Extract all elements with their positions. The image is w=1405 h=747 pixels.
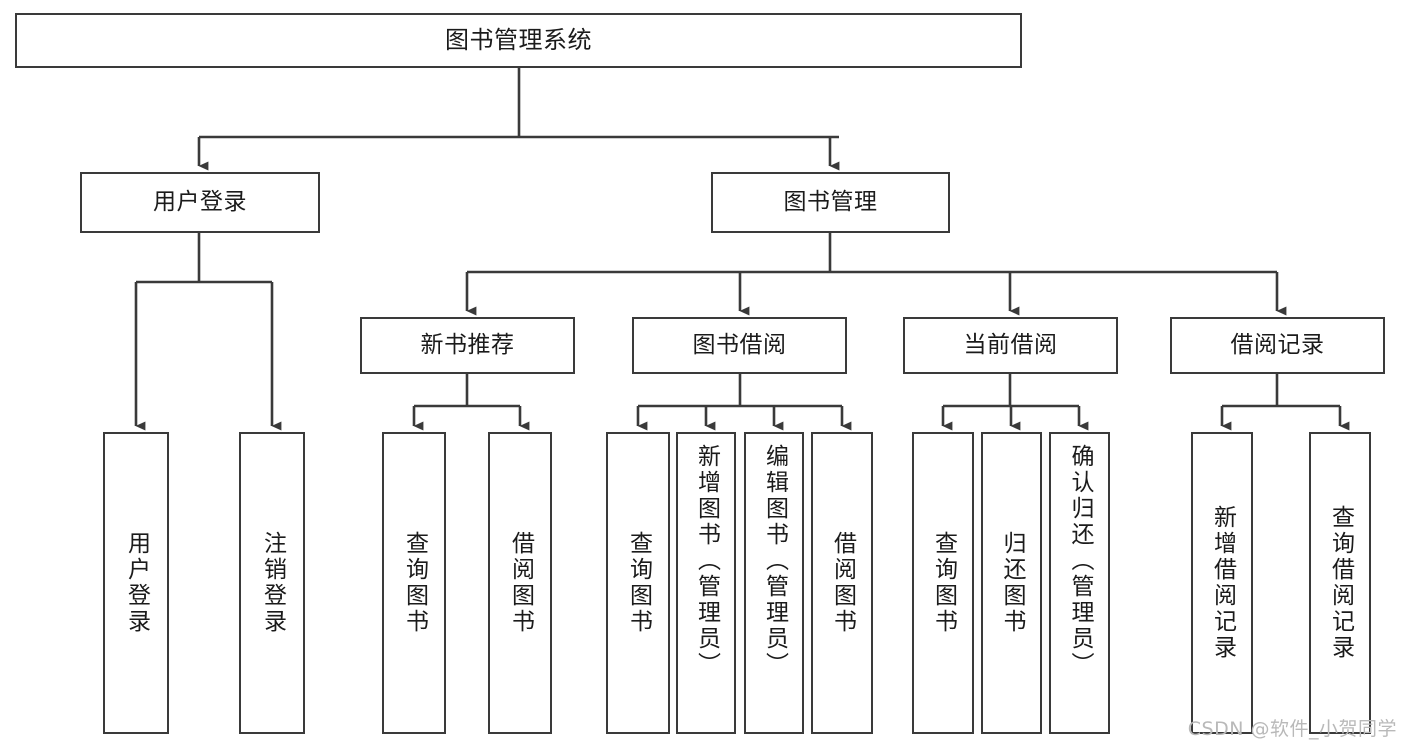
leaf-confirm-return-label: 确认归还（管理员）: [1067, 444, 1093, 678]
node-borrow-record-label: 借阅记录: [1230, 331, 1325, 358]
node-borrow-record[interactable]: 借阅记录: [1170, 317, 1385, 374]
node-root-system-label: 图书管理系统: [445, 26, 592, 55]
leaf-add-borrow-record[interactable]: 新增借阅记录: [1191, 432, 1253, 734]
leaf-user-login-label: 用户登录: [123, 531, 150, 635]
node-user-login[interactable]: 用户登录: [80, 172, 320, 233]
leaf-query-book-borrow-label: 查询图书: [625, 531, 652, 635]
watermark-text: CSDN @软件_小贺同学: [1187, 718, 1397, 740]
leaf-borrow-book-recommend-label: 借阅图书: [507, 531, 534, 635]
leaf-borrow-book-borrow[interactable]: 借阅图书: [811, 432, 873, 734]
leaf-return-book[interactable]: 归还图书: [981, 432, 1042, 734]
leaf-add-book[interactable]: 新增图书（管理员）: [676, 432, 736, 734]
node-user-login-label: 用户登录: [153, 188, 247, 215]
leaf-add-book-label: 新增图书（管理员）: [693, 444, 720, 678]
leaf-borrow-book-recommend[interactable]: 借阅图书: [488, 432, 552, 734]
leaf-logout-label: 注销登录: [259, 531, 286, 635]
leaf-add-borrow-record-label: 新增借阅记录: [1209, 505, 1236, 661]
node-root-system[interactable]: 图书管理系统: [15, 13, 1022, 68]
leaf-query-book-current-label: 查询图书: [930, 531, 957, 635]
leaf-query-book-borrow[interactable]: 查询图书: [606, 432, 670, 734]
leaf-query-borrow-record-label: 查询借阅记录: [1327, 505, 1354, 661]
leaf-user-login[interactable]: 用户登录: [103, 432, 169, 734]
leaf-logout[interactable]: 注销登录: [239, 432, 305, 734]
node-new-book-recommend-label: 新书推荐: [420, 331, 515, 358]
node-current-borrow-label: 当前借阅: [963, 331, 1058, 358]
leaf-query-book-recommend-label: 查询图书: [401, 531, 428, 635]
leaf-borrow-book-borrow-label: 借阅图书: [829, 531, 856, 635]
leaf-confirm-return[interactable]: 确认归还（管理员）: [1049, 432, 1110, 734]
node-book-borrow-label: 图书借阅: [692, 331, 787, 358]
node-book-manage[interactable]: 图书管理: [711, 172, 950, 233]
node-book-manage-label: 图书管理: [783, 188, 878, 215]
leaf-edit-book-label: 编辑图书（管理员）: [761, 444, 788, 678]
node-current-borrow[interactable]: 当前借阅: [903, 317, 1118, 374]
leaf-query-borrow-record[interactable]: 查询借阅记录: [1309, 432, 1371, 734]
leaf-query-book-recommend[interactable]: 查询图书: [382, 432, 446, 734]
node-new-book-recommend[interactable]: 新书推荐: [360, 317, 575, 374]
node-book-borrow[interactable]: 图书借阅: [632, 317, 847, 374]
leaf-edit-book[interactable]: 编辑图书（管理员）: [744, 432, 804, 734]
leaf-query-book-current[interactable]: 查询图书: [912, 432, 974, 734]
leaf-return-book-label: 归还图书: [999, 531, 1025, 635]
